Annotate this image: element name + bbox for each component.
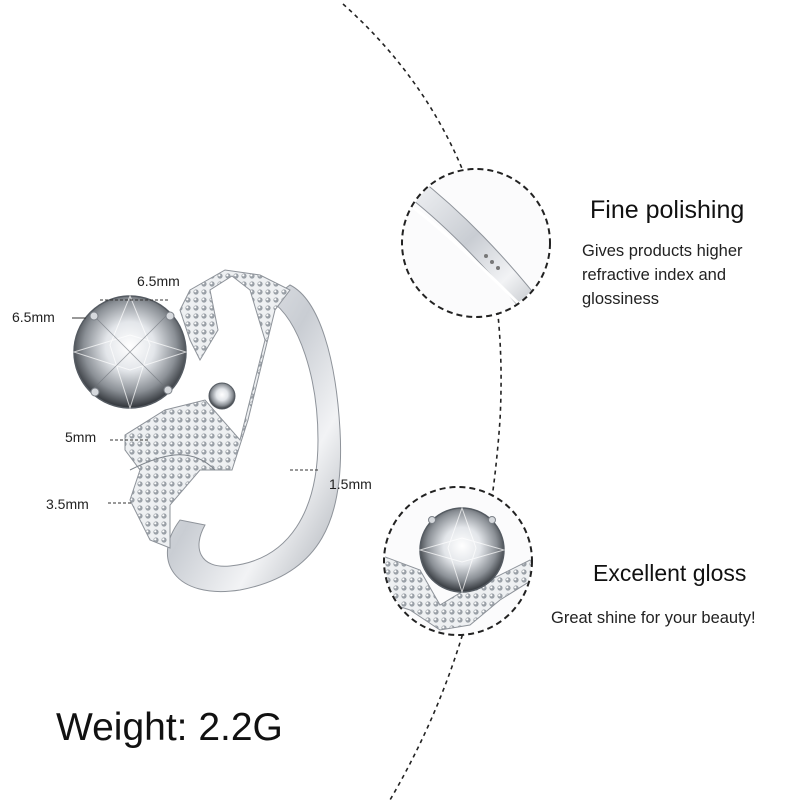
dashed-guide-curve — [342, 3, 502, 800]
ring-band-outer — [166, 284, 342, 592]
dimension-label-band-width: 1.5mm — [329, 476, 372, 492]
feature-title-gloss: Excellent gloss — [593, 560, 747, 586]
polishing-detail-circle — [401, 168, 551, 318]
feature-desc-polishing: Gives products higher refractive index a… — [582, 239, 743, 311]
dimension-label-crown-height: 5mm — [65, 429, 97, 445]
center-gem — [72, 294, 188, 410]
weight-label: Weight: 2.2G — [56, 706, 283, 749]
dimension-label-stone-width: 6.5mm — [137, 273, 180, 289]
side-small-gem — [208, 382, 236, 410]
dimension-label-band-height: 3.5mm — [46, 496, 89, 512]
ring-illustration — [72, 269, 342, 592]
crown-band — [124, 269, 291, 549]
feature-title-polishing: Fine polishing — [590, 196, 745, 224]
feature-desc-line: glossiness — [582, 290, 660, 308]
feature-desc-line: Gives products higher — [582, 242, 743, 260]
feature-desc-line: Great shine for your beauty! — [551, 609, 756, 627]
gloss-detail-circle — [383, 486, 533, 636]
feature-desc-line: refractive index and — [582, 266, 726, 284]
dimension-label-stone-height: 6.5mm — [12, 309, 55, 325]
ring-band-highlight — [267, 409, 305, 550]
crown-inner-line — [129, 454, 216, 471]
feature-desc-gloss: Great shine for your beauty! — [551, 606, 756, 630]
